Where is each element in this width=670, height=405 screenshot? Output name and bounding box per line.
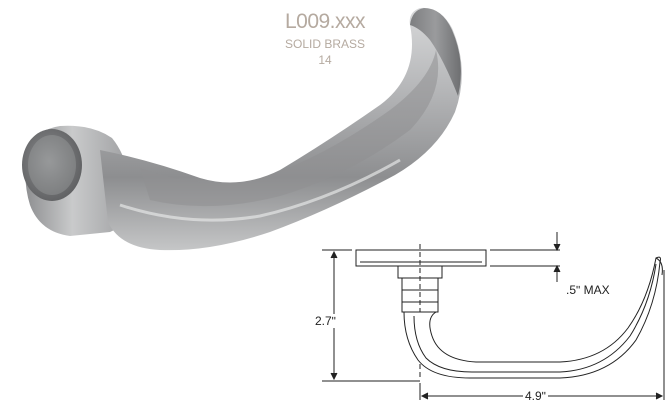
product-title-block: L009.xxx SOLID BRASS 14 [230, 10, 420, 68]
lever-arm [100, 7, 462, 251]
depth-arrow-bottom [553, 264, 561, 273]
height-arrow-top [330, 250, 338, 259]
length-arrow-right [655, 392, 664, 400]
gauge-label: 14 [318, 53, 332, 67]
dimension-drawing [322, 232, 665, 400]
rose-plate-outline [355, 249, 487, 267]
depth-arrow-top [553, 243, 561, 252]
height-arrow-bottom [330, 372, 338, 381]
model-number: L009.xxx [284, 10, 366, 33]
rose-depth-dimension-label: .5ʺ MAX [566, 283, 610, 297]
lever-outline [403, 256, 661, 379]
length-dimension-label: 4.9ʺ [523, 389, 548, 403]
lever-tip [655, 257, 663, 276]
height-dimension-label: 2.7ʺ [313, 314, 338, 328]
length-arrow-left [420, 392, 429, 400]
material-label: SOLID BRASS [284, 37, 366, 51]
lever-inner-line [413, 263, 657, 373]
